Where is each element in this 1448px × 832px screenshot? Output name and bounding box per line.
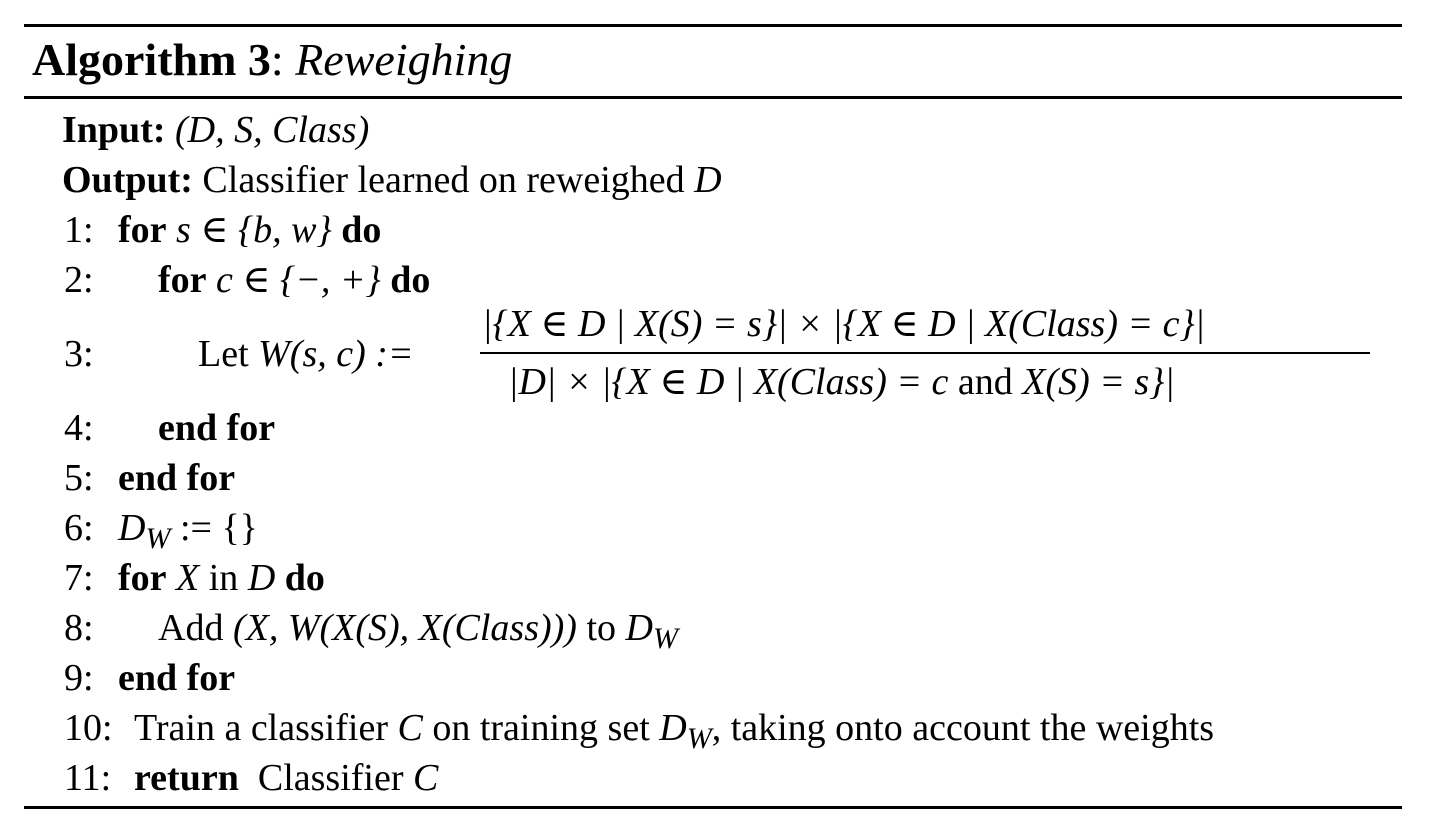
dw-var: D xyxy=(118,507,146,549)
input-value: (D, S, Class) xyxy=(175,109,370,151)
let-keyword: Let xyxy=(198,333,259,375)
line-number-10: 10: xyxy=(64,707,113,749)
input-keyword: Input: xyxy=(62,109,166,151)
output-keyword: Output: xyxy=(62,159,193,201)
end-for-outer: end for xyxy=(118,457,236,499)
line-number-2: 2: xyxy=(64,259,94,301)
end-for-inner: end for xyxy=(158,407,276,449)
denominator-expr-a: |D| × |{X ∈ D | X(Class) = c xyxy=(508,361,949,403)
c-var: C xyxy=(412,757,439,799)
algorithm-label: Algorithm 3 xyxy=(32,34,271,85)
dw-var: D xyxy=(625,607,653,649)
return-keyword: return xyxy=(134,757,239,799)
line-11: return Classifier C xyxy=(134,756,438,800)
dw-subscript: W xyxy=(686,722,712,755)
line-1: for s ∈ {b, w} do xyxy=(118,208,381,252)
line-3-lhs: Let W(s, c) := xyxy=(198,332,414,376)
dw-var: D xyxy=(659,707,687,749)
algorithm-colon: : xyxy=(270,34,284,85)
x-var: X xyxy=(176,557,200,599)
denominator-expr-b: X(S) = s}| xyxy=(1022,361,1175,403)
line-2: for c ∈ {−, +} do xyxy=(158,258,430,302)
fraction-bar xyxy=(480,352,1370,354)
fraction-denominator: |D| × |{X ∈ D | X(Class) = c and X(S) = … xyxy=(508,360,1175,404)
algorithm-title: Reweighing xyxy=(295,34,513,85)
train-text: Train a classifier xyxy=(134,707,398,749)
classifier-text: Classifier xyxy=(257,757,413,799)
bottom-rule xyxy=(24,806,1402,809)
line-number-8: 8: xyxy=(64,607,94,649)
line-number-11: 11: xyxy=(64,757,112,799)
c-var: C xyxy=(397,707,423,749)
and-word: and xyxy=(948,361,1023,403)
caption-rule xyxy=(24,96,1402,99)
weight-lhs: W(s, c) := xyxy=(258,333,414,375)
line-8: Add (X, W(X(S), X(Class))) to DW xyxy=(158,606,678,655)
do-keyword: do xyxy=(341,209,382,251)
top-rule xyxy=(24,24,1402,27)
training-set-text: on training set xyxy=(422,707,660,749)
empty-set-assign: := {} xyxy=(170,507,258,549)
line-7: for X in D do xyxy=(118,556,325,600)
line-number-5: 5: xyxy=(64,457,94,499)
output-var: D xyxy=(694,159,722,201)
do-keyword: do xyxy=(284,557,325,599)
in-word: in xyxy=(199,557,248,599)
tuple-expr: (X, W(X(S), X(Class))) xyxy=(232,607,577,649)
loop-expr: s ∈ {b, w} xyxy=(176,209,332,251)
to-word: to xyxy=(576,607,626,649)
for-keyword: for xyxy=(158,259,207,301)
output-text: Classifier learned on reweighed xyxy=(202,159,695,201)
line-number-1: 1: xyxy=(64,209,94,251)
fraction-numerator: |{X ∈ D | X(S) = s}| × |{X ∈ D | X(Class… xyxy=(482,302,1205,346)
for-keyword: for xyxy=(118,557,167,599)
line-number-6: 6: xyxy=(64,507,94,549)
loop-expr: c ∈ {−, +} xyxy=(216,259,381,301)
weights-text: , taking onto account the weights xyxy=(711,707,1215,749)
line-number-4: 4: xyxy=(64,407,94,449)
input-line: Input: (D, S, Class) xyxy=(62,108,369,152)
numerator-expr: |{X ∈ D | X(S) = s}| × |{X ∈ D | X(Class… xyxy=(482,303,1206,345)
algorithm-caption: Algorithm 3: Reweighing xyxy=(32,32,512,88)
line-10: Train a classifier C on training set DW,… xyxy=(134,706,1215,755)
end-for-data: end for xyxy=(118,657,236,699)
d-var: D xyxy=(247,557,276,599)
do-keyword: do xyxy=(390,259,431,301)
dw-subscript: W xyxy=(652,622,678,655)
line-number-3: 3: xyxy=(64,333,94,375)
dw-subscript: W xyxy=(145,522,171,555)
for-keyword: for xyxy=(118,209,167,251)
line-6: DW := {} xyxy=(118,506,258,555)
add-word: Add xyxy=(158,607,233,649)
line-number-9: 9: xyxy=(64,657,94,699)
output-line: Output: Classifier learned on reweighed … xyxy=(62,158,722,202)
line-number-7: 7: xyxy=(64,557,94,599)
